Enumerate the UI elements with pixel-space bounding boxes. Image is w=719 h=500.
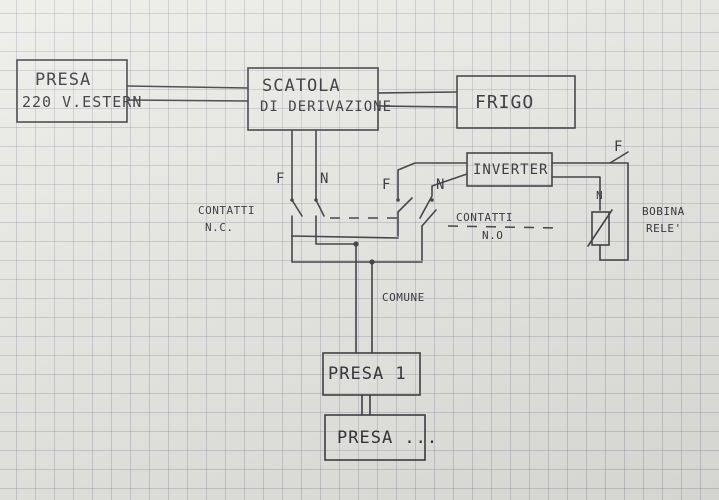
wire-scatola-frigo-1 bbox=[377, 91, 458, 94]
presa-1-label: PRESA 1 bbox=[328, 364, 407, 384]
contatti-no-label-2: N.O bbox=[482, 229, 504, 242]
presa-220-label-2: 220 V.ESTERN bbox=[22, 93, 143, 111]
presa-n-box bbox=[324, 414, 426, 461]
presa-n-label: PRESA ... bbox=[337, 428, 439, 448]
bobina-label-2: RELE' bbox=[646, 222, 682, 235]
scatola-derivazione-box bbox=[247, 67, 379, 131]
contatti-no-label-1: CONTATTI bbox=[456, 211, 513, 224]
inverter-label: INVERTER bbox=[473, 162, 549, 178]
bus-f bbox=[291, 235, 399, 239]
contact-nc-f bbox=[291, 199, 303, 217]
contact-nc-n bbox=[315, 199, 325, 217]
contact-dot bbox=[396, 198, 400, 202]
wire-scatola-frigo-2 bbox=[377, 105, 458, 108]
presa-1-box bbox=[322, 352, 421, 396]
wire-n-right-inverter bbox=[419, 173, 468, 219]
bus-n bbox=[291, 235, 423, 263]
mechanical-link-coil bbox=[447, 225, 561, 229]
n-coil-label: N bbox=[596, 189, 604, 202]
bobina-label-1: BOBINA bbox=[642, 205, 685, 218]
frigo-label: FRIGO bbox=[475, 92, 535, 113]
wire-inverter-coil-n bbox=[551, 176, 601, 211]
wire-f-right-inverter bbox=[397, 162, 468, 199]
contact-no-n bbox=[421, 209, 437, 227]
coil-slash bbox=[587, 209, 613, 247]
contatti-nc-label-1: CONTATTI bbox=[198, 204, 255, 217]
bus-n-link bbox=[315, 235, 357, 245]
wire-presa-scatola-1 bbox=[126, 85, 249, 89]
f-right-label: F bbox=[382, 177, 392, 193]
n-right-label: N bbox=[436, 177, 446, 193]
wire-inverter-coil-f bbox=[551, 162, 629, 261]
scatola-label-1: SCATOLA bbox=[262, 76, 341, 96]
contact-dot bbox=[430, 198, 434, 202]
n-left-label: N bbox=[320, 171, 330, 187]
comune-label: COMUNE bbox=[382, 291, 425, 304]
wire-f-tick bbox=[609, 151, 629, 164]
presa-220-box bbox=[16, 59, 128, 123]
presa-220-label-1: PRESA bbox=[35, 70, 92, 90]
contatti-nc-label-2: N.C. bbox=[205, 221, 234, 234]
inverter-box bbox=[466, 152, 553, 187]
f-top-label: F bbox=[614, 139, 624, 155]
frigo-box bbox=[456, 75, 576, 129]
contact-no-f bbox=[397, 197, 413, 213]
wire-presa-scatola-2 bbox=[126, 99, 249, 102]
f-left-label: F bbox=[276, 171, 286, 187]
scatola-label-2: DI DERIVAZIONE bbox=[260, 99, 393, 115]
